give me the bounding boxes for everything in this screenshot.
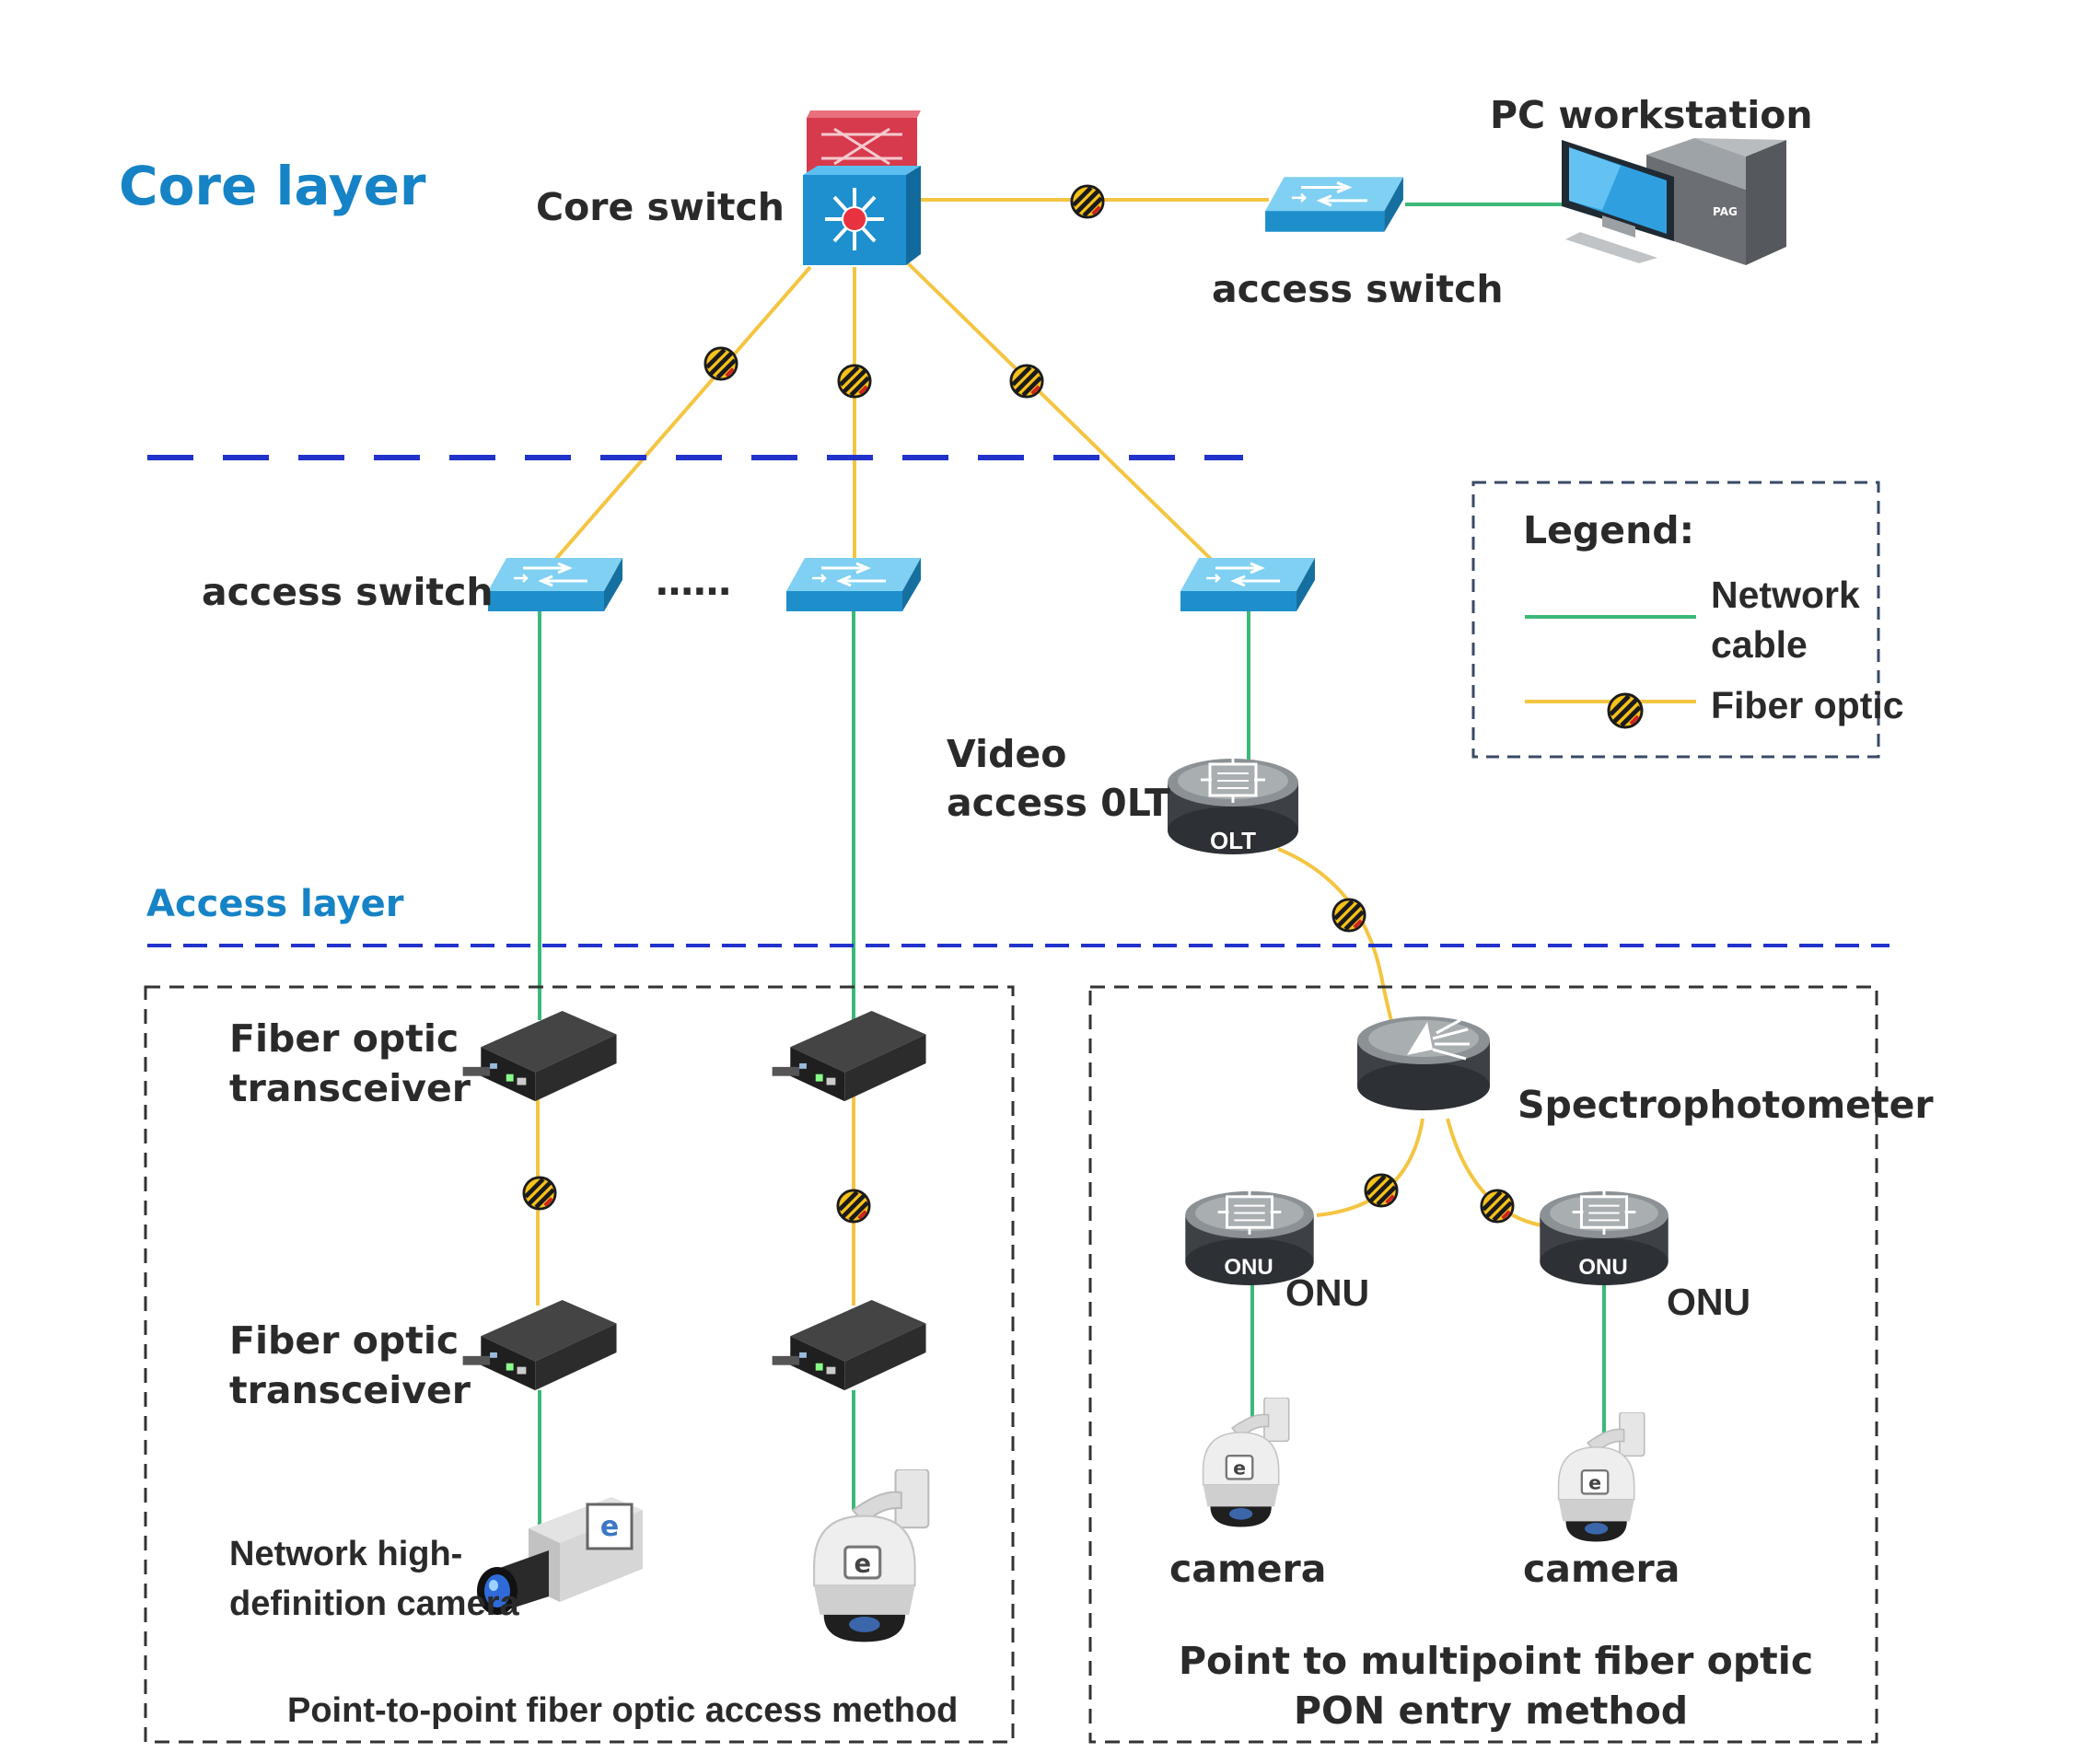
olt-icon[interactable]: OLT <box>1166 755 1300 856</box>
fiber-marker-icon <box>1333 899 1365 931</box>
onu-right-icon[interactable]: ONU <box>1538 1188 1670 1287</box>
fiber-splitter-to-onu-right <box>1446 1118 1548 1228</box>
legend-network-cable-line1: Network <box>1711 574 1860 616</box>
fiber-marker-icon <box>1482 1190 1513 1222</box>
transceiver-bottom-label-line1: Fiber optic <box>229 1318 459 1363</box>
access-switch-icon-1[interactable] <box>486 556 624 613</box>
dome-camera-icon[interactable] <box>812 1469 930 1643</box>
transceiver-top-label-line1: Fiber optic <box>229 1016 459 1061</box>
fiber-olt-to-spectrophotometer <box>1277 847 1401 1050</box>
legend-network-cable-line2: cable <box>1711 623 1808 666</box>
onu-left-icon[interactable]: ONU <box>1183 1188 1316 1287</box>
fiber-marker-icon <box>839 366 870 397</box>
fiber-marker-icon <box>524 1178 555 1209</box>
fiber-marker-icon <box>705 348 737 379</box>
top-access-switch-label: access switch <box>1212 267 1504 311</box>
onu-left-label: ONU <box>1285 1271 1370 1314</box>
pc-badge: PAG <box>1713 205 1738 218</box>
point-to-point-box <box>144 985 1015 1744</box>
legend-fiber-optic: Fiber optic <box>1711 684 1904 726</box>
camera-left-label: camera <box>1169 1547 1327 1591</box>
point-to-point-method-label: Point-to-point fiber optic access method <box>287 1691 959 1730</box>
transceiver-icon[interactable] <box>462 1011 617 1102</box>
core-switch-icon[interactable] <box>803 110 921 265</box>
pon-box <box>1088 985 1878 1744</box>
onu-right-label: ONU <box>1667 1281 1751 1323</box>
fiber-marker-icon <box>1011 366 1042 397</box>
fiber-marker-icon <box>838 1190 869 1222</box>
pon-method-label-line2: PON entry method <box>1294 1689 1689 1733</box>
transceiver-bottom-label-line2: transceiver <box>229 1368 471 1412</box>
dome-camera-right-icon[interactable] <box>1557 1412 1645 1543</box>
top-access-switch-icon[interactable] <box>1263 175 1405 234</box>
left-access-switch-label: access switch <box>202 570 494 614</box>
svg-text:e: e <box>600 1511 619 1543</box>
ellipsis: …… <box>656 560 731 604</box>
hd-box-camera-icon[interactable]: e <box>477 1497 643 1615</box>
pon-method-label-line1: Point to multipoint fiber optic <box>1179 1639 1814 1683</box>
hd-camera-label-line2: definition camera <box>229 1584 519 1623</box>
legend-title: Legend: <box>1523 508 1695 552</box>
fiber-marker-icon <box>1366 1175 1397 1206</box>
fiber-marker-icon <box>1072 186 1103 217</box>
olt-label-line2: access 0LT <box>947 781 1170 825</box>
network-cable-links <box>538 203 1606 1528</box>
olt-badge: OLT <box>1210 827 1256 854</box>
core-layer-title: Core layer <box>119 155 426 217</box>
fiber-core-to-access-switch-3 <box>905 261 1217 565</box>
access-switch-icon-2[interactable] <box>785 556 923 613</box>
camera-right-label: camera <box>1523 1547 1680 1591</box>
legend-box <box>1471 481 1880 759</box>
hd-camera-label-line1: Network high- <box>229 1535 463 1573</box>
spectrophotometer-icon[interactable] <box>1357 1016 1490 1110</box>
dome-camera-left-icon[interactable] <box>1202 1398 1290 1528</box>
spectrophotometer-label: Spectrophotometer <box>1517 1083 1934 1127</box>
fiber-marker-icon <box>1609 694 1642 727</box>
transceiver-icon[interactable] <box>772 1300 926 1391</box>
transceiver-icon[interactable] <box>462 1300 617 1391</box>
onu-badge: ONU <box>1578 1255 1627 1280</box>
pc-workstation-label: PC workstation <box>1490 93 1813 137</box>
transceiver-top-label-line2: transceiver <box>229 1066 471 1110</box>
fiber-core-to-access-switch-1 <box>534 265 812 584</box>
onu-badge: ONU <box>1224 1255 1273 1280</box>
pc-workstation-icon[interactable]: PAG <box>1562 138 1786 265</box>
access-switch-icon-3[interactable] <box>1179 556 1317 613</box>
core-switch-label: Core switch <box>536 185 785 229</box>
access-layer-title: Access layer <box>146 883 404 925</box>
transceiver-icon[interactable] <box>772 1011 926 1102</box>
olt-label-line1: Video <box>947 732 1067 776</box>
